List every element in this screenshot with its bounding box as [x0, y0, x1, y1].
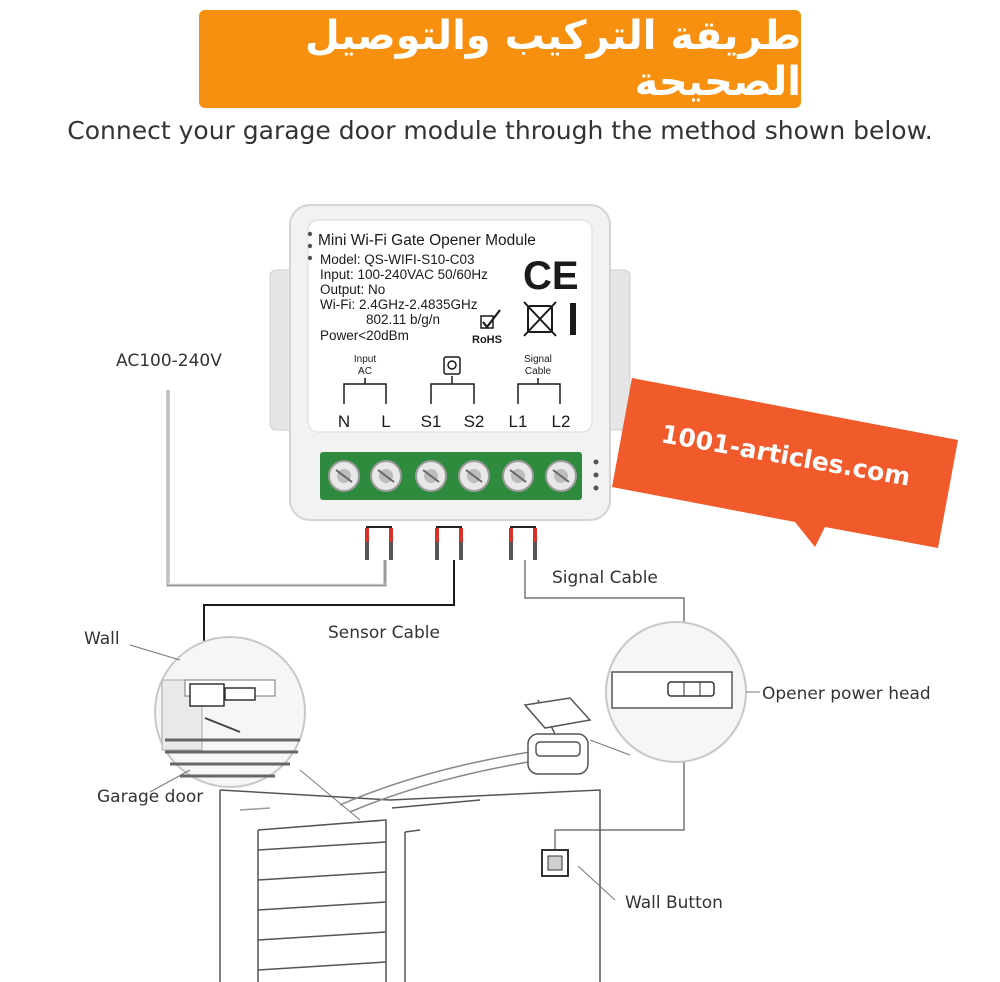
garage-illustration [219, 697, 601, 982]
module-spec: Model: QS-WIFI-S10-C03 [320, 252, 475, 267]
group-label-signal: Signal [524, 354, 552, 365]
wall-button-icon [541, 849, 569, 877]
signal-cable-label: Signal Cable [552, 568, 658, 588]
ce-mark: CE [523, 254, 579, 298]
subtitle: Connect your garage door module through … [67, 116, 933, 145]
rohs-label: RoHS [472, 334, 502, 346]
garage-door-label: Garage door [97, 787, 203, 807]
ac-voltage-label: AC100-240V [116, 351, 222, 371]
gate-opener-module: Mini Wi-Fi Gate Opener Module Model: QS-… [269, 204, 631, 521]
module-spec: Power<20dBm [320, 328, 409, 343]
terminal-label-l1: L1 [509, 412, 528, 431]
module-spec: Wi-Fi: 2.4GHz-2.4835GHz [320, 297, 478, 312]
arabic-title-banner: طريقة التركيب والتوصيل الصحيحة [199, 10, 801, 108]
indicator-dot [307, 243, 313, 249]
terminal-label-s2: S2 [464, 412, 485, 431]
group-label-input: AC [358, 366, 372, 377]
group-label-signal: Cable [525, 366, 552, 377]
indicator-dot [593, 459, 599, 465]
indicator-dot [593, 485, 599, 491]
bubble-shape [612, 378, 958, 548]
module-label-plate [307, 219, 593, 433]
arabic-title: طريقة التركيب والتوصيل الصحيحة [304, 13, 801, 105]
wire-stubs [365, 526, 537, 560]
wall-button-label: Wall Button [625, 893, 723, 913]
module-spec: Output: No [320, 282, 385, 297]
opener-head-zoom [605, 621, 747, 763]
garage-door-leader-line [149, 769, 191, 793]
indicator-dot [307, 255, 313, 261]
sensor-cable-label: Sensor Cable [328, 623, 440, 643]
terminal-label-l2: L2 [552, 412, 571, 431]
wall-label: Wall [84, 629, 120, 649]
terminal-screws [328, 460, 577, 492]
indicator-dot [307, 231, 313, 237]
module-spec: 802.11 b/g/n [366, 312, 440, 327]
weee-bar-icon [570, 303, 576, 335]
group-label-input: Input [354, 354, 376, 365]
weee-bin-icon [523, 301, 557, 337]
terminal-label-l: L [381, 412, 390, 431]
rohs-check-icon [480, 309, 501, 329]
indicator-dot [593, 472, 599, 478]
wall-button-leader [577, 865, 616, 901]
opener-zoom-connector [589, 739, 631, 756]
opener-power-head-label: Opener power head [762, 684, 931, 704]
terminal-label-s1: S1 [421, 412, 442, 431]
ac-power-wire-highlight [167, 390, 385, 585]
wall-sensor-zoom [154, 636, 306, 788]
terminal-label-n: N [338, 412, 350, 431]
watermark-bubble: 1001-articles.com [612, 378, 958, 548]
terminal-brackets [343, 376, 561, 404]
sensor-icon [443, 356, 461, 375]
wall-leader-line [129, 644, 181, 661]
module-title: Mini Wi-Fi Gate Opener Module [318, 232, 536, 249]
module-spec: Input: 100-240VAC 50/60Hz [320, 267, 488, 282]
